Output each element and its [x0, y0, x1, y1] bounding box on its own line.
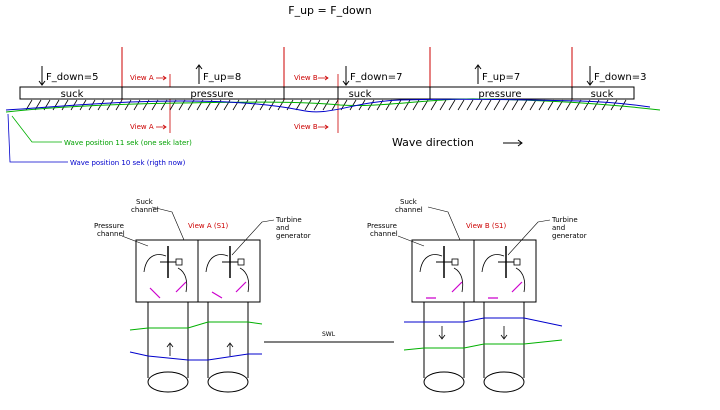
- flap: [439, 99, 447, 111]
- force-label-1: F_down=5: [46, 72, 98, 83]
- leader-line-later: [11, 115, 62, 143]
- view-b-suck-1: Suck: [400, 198, 418, 206]
- view-a-turbine-2: and: [276, 224, 289, 232]
- flap: [529, 99, 537, 111]
- view-b-diagram: [397, 206, 563, 393]
- flap: [88, 99, 96, 111]
- section-label-2: pressure: [190, 89, 233, 100]
- view-b-title: View B (S1): [466, 222, 506, 230]
- flap-hatching: [25, 99, 627, 111]
- view-b-suck-2: channel: [395, 206, 423, 214]
- flap: [322, 99, 330, 111]
- force-label-4: F_up=7: [482, 72, 520, 83]
- wave-direction-label: Wave direction: [392, 136, 474, 149]
- flap: [277, 99, 285, 111]
- flap: [430, 99, 438, 111]
- flap: [178, 99, 186, 111]
- flap: [187, 99, 195, 111]
- view-a-turbine-1: Turbine: [275, 216, 302, 224]
- view-b-pressure-1: Pressure: [367, 222, 397, 230]
- diagram-title: F_up = F_down: [288, 4, 372, 17]
- flap: [169, 99, 177, 111]
- wave-curve-now: [5, 98, 651, 113]
- flap: [268, 99, 276, 111]
- view-markers: [156, 74, 339, 133]
- view-a-diagram: [121, 206, 275, 393]
- wave-direction-arrow: [503, 139, 523, 147]
- flap: [304, 99, 312, 111]
- flap: [466, 99, 474, 111]
- flap: [151, 99, 159, 111]
- wave-label-later: Wave position 11 sek (one sek later): [64, 139, 192, 147]
- flap: [574, 99, 582, 111]
- view-b-marker-bottom: View B: [294, 123, 318, 131]
- wave-curve-later: [5, 98, 661, 113]
- flap: [385, 99, 393, 111]
- view-b-turbine-2: and: [552, 224, 565, 232]
- view-b-turbine-1: Turbine: [551, 216, 578, 224]
- flap: [250, 99, 258, 111]
- flap: [61, 99, 69, 111]
- view-b-marker-top: View B: [294, 74, 318, 82]
- view-a-suck-2: channel: [131, 206, 159, 214]
- flap: [493, 99, 501, 111]
- flap: [538, 99, 546, 111]
- leader-line-now: [7, 113, 68, 163]
- force-label-2: F_up=8: [203, 72, 241, 83]
- force-label-3: F_down=7: [350, 72, 402, 83]
- platform-bar: [19, 86, 635, 100]
- platform-dividers: [121, 87, 573, 99]
- flap: [619, 99, 627, 111]
- flap: [511, 99, 519, 111]
- flap: [295, 99, 303, 111]
- view-a-title: View A (S1): [188, 222, 228, 230]
- view-a-marker-bottom: View A: [130, 123, 154, 131]
- section-label-4: pressure: [478, 89, 521, 100]
- flap: [232, 99, 240, 111]
- section-label-5: suck: [591, 89, 614, 100]
- view-a-pressure-2: channel: [97, 230, 125, 238]
- flap: [196, 99, 204, 111]
- flap: [457, 99, 465, 111]
- section-label-3: suck: [349, 89, 372, 100]
- view-b-pressure-2: channel: [370, 230, 398, 238]
- section-label-1: suck: [61, 89, 84, 100]
- flap: [484, 99, 492, 111]
- view-a-turbine-3: generator: [276, 232, 311, 240]
- view-a-marker-top: View A: [130, 74, 154, 82]
- flap: [403, 99, 411, 111]
- force-labels: [38, 64, 594, 86]
- flap: [502, 99, 510, 111]
- flap: [565, 99, 573, 111]
- flap: [394, 99, 402, 111]
- flap: [448, 99, 456, 111]
- flap: [313, 99, 321, 111]
- flap: [520, 99, 528, 111]
- flap: [421, 99, 429, 111]
- force-label-5: F_down=3: [594, 72, 646, 83]
- flap: [241, 99, 249, 111]
- wave-label-now: Wave position 10 sek (rigth now): [70, 159, 186, 167]
- view-a-pressure-1: Pressure: [94, 222, 124, 230]
- flap: [475, 99, 483, 111]
- view-a-suck-1: Suck: [136, 198, 154, 206]
- swl-label: SWL: [322, 331, 336, 338]
- flap: [160, 99, 168, 111]
- flap: [52, 99, 60, 111]
- view-b-turbine-3: generator: [552, 232, 587, 240]
